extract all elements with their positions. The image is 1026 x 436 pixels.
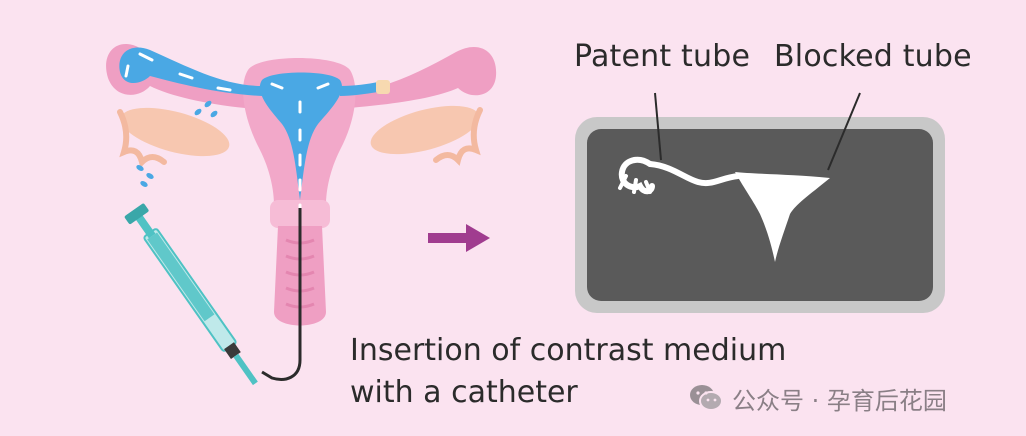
uterus-illustration: [106, 43, 497, 326]
watermark: 公众号 · 孕育后花园: [688, 380, 947, 416]
wechat-icon: [690, 385, 723, 411]
caption-line-1: Insertion of contrast medium: [350, 333, 787, 368]
contrast-left-tube: [119, 47, 262, 96]
arrow-right-icon: [428, 224, 490, 252]
watermark-text: 公众号 · 孕育后花园: [732, 386, 947, 415]
syringe: [124, 203, 258, 386]
xray-contrast-image: [735, 172, 830, 262]
tube-blockage: [376, 80, 390, 94]
contrast-spill-drops: [136, 100, 218, 187]
blocked-tube-pointer: [827, 92, 861, 171]
patent-tube-fimbria: [618, 156, 655, 195]
xray-panel: [575, 92, 945, 313]
right-fallopian-tube: [345, 46, 497, 108]
left-ovary: [117, 107, 230, 168]
catheter-line: [261, 208, 302, 381]
blocked-tube-label: Blocked tube: [774, 39, 972, 74]
patent-tube-label: Patent tube: [574, 39, 751, 74]
contrast-right-tube-partial: [340, 82, 378, 96]
caption: Insertion of contrast medium with a cath…: [350, 330, 786, 414]
patent-tube-pointer: [654, 92, 662, 161]
caption-line-2: with a catheter: [350, 375, 578, 410]
right-ovary: [370, 105, 483, 166]
